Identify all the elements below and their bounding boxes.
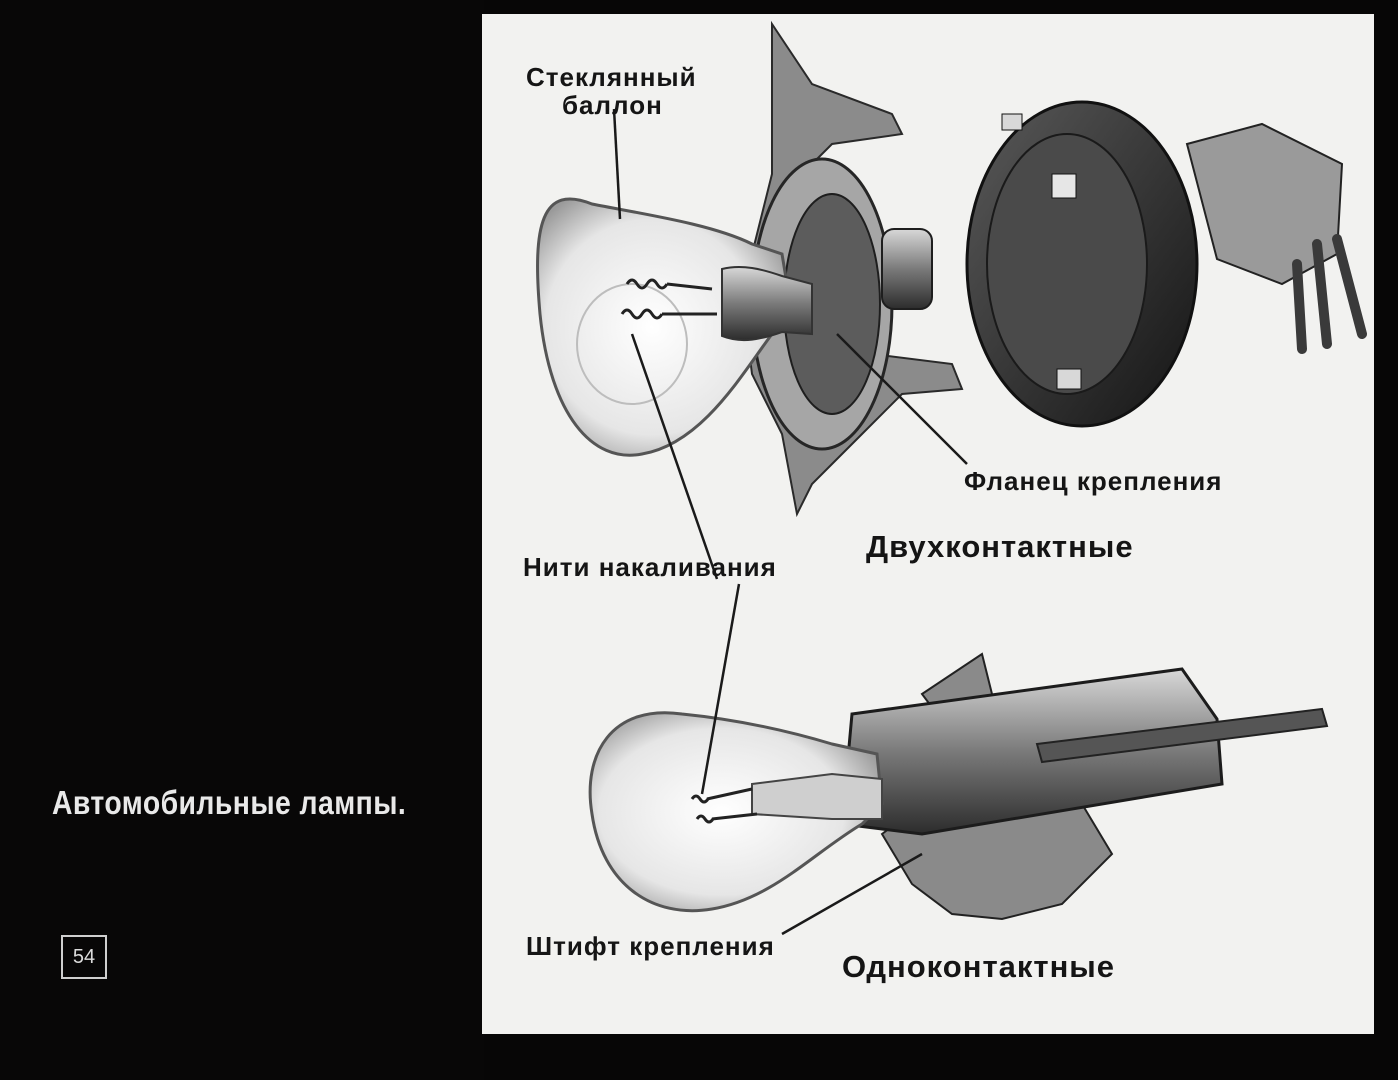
leader-filaments-top xyxy=(630,333,719,580)
lamp-base-contacts xyxy=(881,228,933,310)
leader-flange xyxy=(836,333,968,465)
leader-filaments-bottom xyxy=(700,583,741,795)
label-glass-bulb-1: Стеклянный xyxy=(526,62,697,92)
socket-contact-2 xyxy=(1001,113,1023,131)
leader-lines xyxy=(612,108,968,936)
lamp-diagram xyxy=(536,20,1367,936)
socket-wires xyxy=(1292,234,1367,354)
leader-glass-bulb xyxy=(612,108,622,220)
bulb-neck xyxy=(721,266,813,342)
socket-contact-1 xyxy=(1051,173,1077,199)
illustration-plate: Стеклянный баллон Фланец крепления Двухк… xyxy=(482,14,1374,1034)
filament-coils-top xyxy=(620,278,717,320)
leader-pin xyxy=(781,852,923,936)
label-single-contact: Одноконтактные xyxy=(842,949,1116,984)
two-contact-lamp xyxy=(536,20,964,518)
label-glass-bulb-2: баллон xyxy=(562,90,663,120)
single-contact-lamp xyxy=(588,652,1329,921)
slide-caption: Автомобильные лампы. xyxy=(52,784,407,821)
label-mounting-flange: Фланец крепления xyxy=(964,466,1223,496)
lamp-socket xyxy=(965,100,1367,428)
glass-bulb-top xyxy=(536,197,794,457)
frame-number-badge: 54 xyxy=(61,935,107,979)
filament-coils-bottom xyxy=(690,787,758,824)
label-two-contact: Двухконтактные xyxy=(866,529,1134,564)
glass-bulb-bottom xyxy=(588,711,884,913)
socket-sleeve xyxy=(840,667,1224,836)
lead-wire xyxy=(1035,707,1329,764)
bulb-reflection xyxy=(576,283,688,405)
socket-inner xyxy=(986,133,1148,395)
label-filaments: Нити накаливания xyxy=(523,552,777,582)
label-mounting-pin: Штифт крепления xyxy=(526,931,775,961)
bulb-neck-bottom xyxy=(751,772,883,820)
socket-contact-3 xyxy=(1056,368,1082,390)
left-panel: Автомобильные лампы. 54 xyxy=(0,0,484,1080)
